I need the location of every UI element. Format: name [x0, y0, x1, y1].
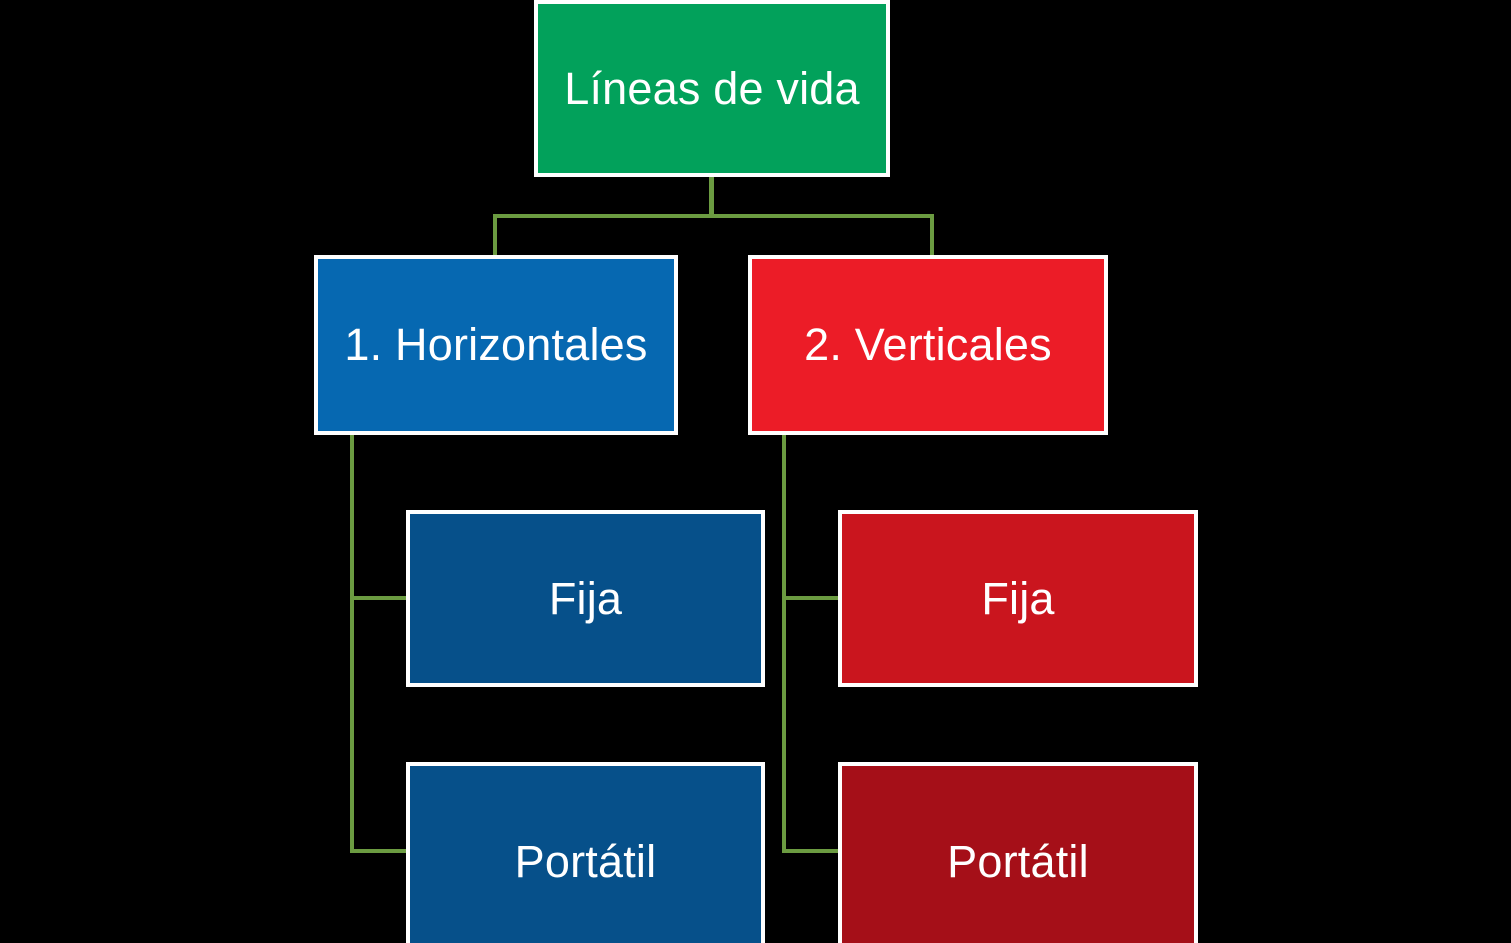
node-label-verticales-portatil: Portátil: [947, 836, 1089, 888]
node-label-lineas-de-vida: Líneas de vida: [564, 62, 860, 114]
node-verticales-fija[interactable]: Fija: [838, 510, 1198, 687]
connector-root-horizontal-bus: [493, 214, 934, 218]
node-verticales[interactable]: 2. Verticales: [748, 255, 1108, 435]
node-label-horizontales: 1. Horizontales: [344, 319, 648, 371]
node-verticales-portatil[interactable]: Portátil: [838, 762, 1198, 943]
connector-verticales-trunk: [782, 434, 786, 853]
node-label-verticales-fija: Fija: [981, 572, 1055, 624]
connector-verticales-to-portatil: [782, 849, 840, 853]
connector-root-to-verticales: [930, 214, 934, 259]
connector-verticales-to-fija: [782, 596, 840, 600]
node-label-verticales: 2. Verticales: [804, 319, 1052, 371]
connector-horizontales-to-fija: [350, 596, 408, 600]
node-horizontales-portatil[interactable]: Portátil: [406, 762, 765, 943]
connector-root-stem: [709, 176, 714, 218]
node-label-horizontales-fija: Fija: [548, 572, 623, 624]
node-label-horizontales-portatil: Portátil: [514, 836, 657, 888]
node-horizontales-fija[interactable]: Fija: [406, 510, 765, 687]
connector-horizontales-to-portatil: [350, 849, 408, 853]
node-lineas-de-vida[interactable]: Líneas de vida: [534, 0, 890, 177]
connector-horizontales-trunk: [350, 434, 354, 853]
node-horizontales[interactable]: 1. Horizontales: [314, 255, 678, 435]
connector-root-to-horizontales: [493, 214, 497, 259]
